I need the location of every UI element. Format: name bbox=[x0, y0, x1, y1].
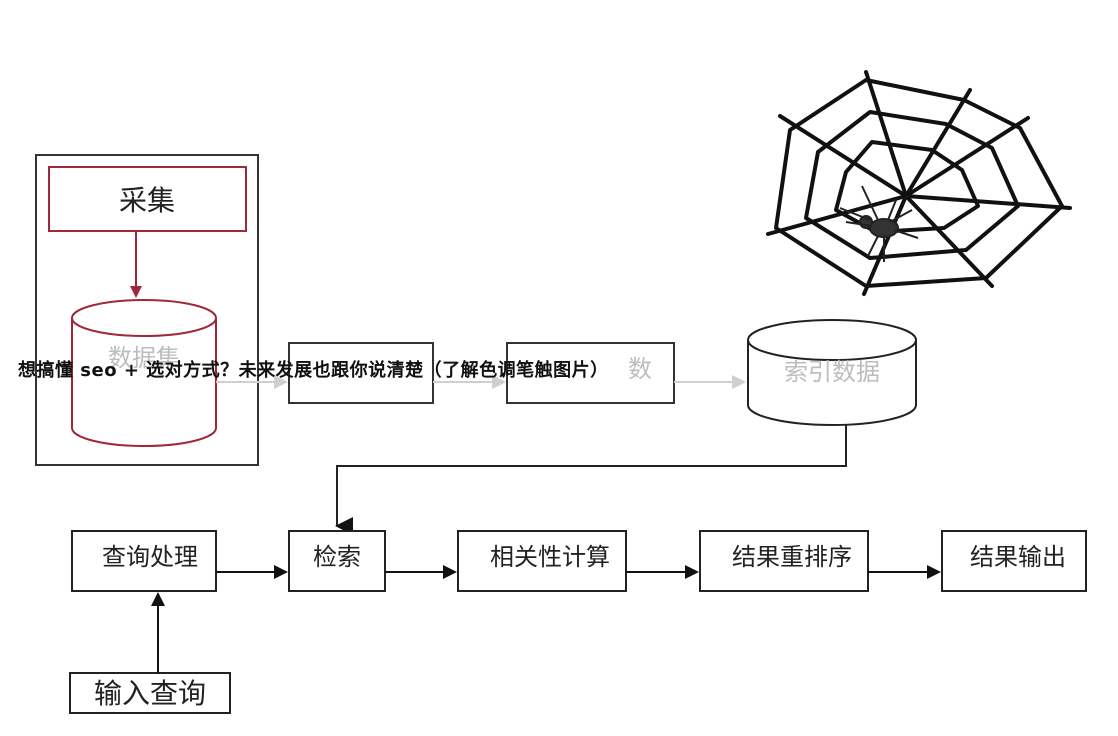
collect-label: 采集 bbox=[119, 184, 175, 217]
faded-process-box-1 bbox=[288, 342, 434, 404]
index-data-cylinder bbox=[747, 319, 917, 426]
input-query-box bbox=[69, 672, 231, 714]
query-processing-box bbox=[71, 530, 217, 592]
collect-box bbox=[48, 166, 247, 232]
retrieve-label: 检索 bbox=[313, 543, 361, 571]
input-query-label: 输入查询 bbox=[94, 677, 206, 710]
faded-box-2-partial-label: 数 bbox=[628, 355, 652, 383]
output-label: 结果输出 bbox=[970, 543, 1066, 571]
index-data-label: 索引数据 bbox=[784, 358, 880, 386]
output-box bbox=[941, 530, 1087, 592]
rerank-box bbox=[699, 530, 869, 592]
relevance-box bbox=[457, 530, 627, 592]
collection-group-frame bbox=[35, 154, 259, 466]
relevance-label: 相关性计算 bbox=[490, 543, 610, 571]
spider-web-icon bbox=[766, 70, 1072, 296]
overlay-article-title[interactable]: 想搞懂 seo + 选对方式？未来发展也跟你说清楚（了解色调笔触图片） bbox=[18, 360, 609, 381]
query-processing-label: 查询处理 bbox=[102, 543, 198, 571]
dataset-label: 数据集 bbox=[108, 344, 180, 372]
dataset-cylinder bbox=[71, 299, 217, 447]
connector-index-to-retrieve bbox=[335, 425, 847, 535]
spider-icon bbox=[839, 185, 919, 262]
retrieve-box bbox=[288, 530, 386, 592]
rerank-label: 结果重排序 bbox=[732, 543, 852, 571]
faded-process-box-2 bbox=[506, 342, 675, 404]
